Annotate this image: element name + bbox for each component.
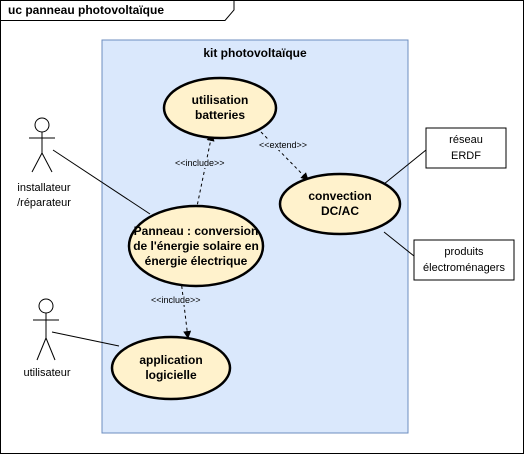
- external-reseau-box: [425, 127, 507, 169]
- use-case-convection-shape: [278, 172, 402, 236]
- external-produits-label: produits électroménagers: [423, 246, 505, 274]
- include-arrow-batteries: [194, 133, 215, 217]
- actor-installateur-label: installateur /réparateur: [17, 182, 71, 209]
- association-utilisateur-application: [51, 331, 120, 347]
- use-case-application-label: application logicielle: [139, 353, 203, 382]
- use-case-batteries-shape: [162, 76, 278, 140]
- use-case-batteries-label: utilisation batteries: [191, 93, 249, 122]
- actor-utilisateur-label: utilisateur: [23, 367, 71, 379]
- external-produits-box: [413, 239, 515, 281]
- external-reseau-label: réseau ERDF: [449, 134, 483, 162]
- extend-label-convection: <<extend>>: [258, 140, 309, 150]
- use-case-convection-label: convection DC/AC: [308, 189, 372, 218]
- frame-title: uc panneau photovoltaïque: [8, 3, 165, 17]
- include-label-application: <<include>>: [150, 295, 202, 305]
- association-convection-reseau: [383, 149, 427, 185]
- actor-installateur-figure: [29, 117, 55, 173]
- use-case-panneau-label: Panneau : conversion de l'énergie solair…: [133, 223, 259, 268]
- actor-utilisateur-figure: [33, 298, 59, 361]
- association-convection-produits: [383, 231, 415, 257]
- include-arrow-application: [180, 279, 192, 339]
- system-title: kit photovoltaïque: [203, 46, 307, 60]
- association-installateur-panneau: [52, 149, 151, 215]
- extend-arrow-convection: [260, 131, 309, 181]
- include-label-batteries: <<include>>: [174, 158, 226, 168]
- frame-title-tab: [0, 0, 235, 21]
- use-case-application-shape: [110, 335, 232, 401]
- use-case-panneau-shape: [127, 204, 265, 288]
